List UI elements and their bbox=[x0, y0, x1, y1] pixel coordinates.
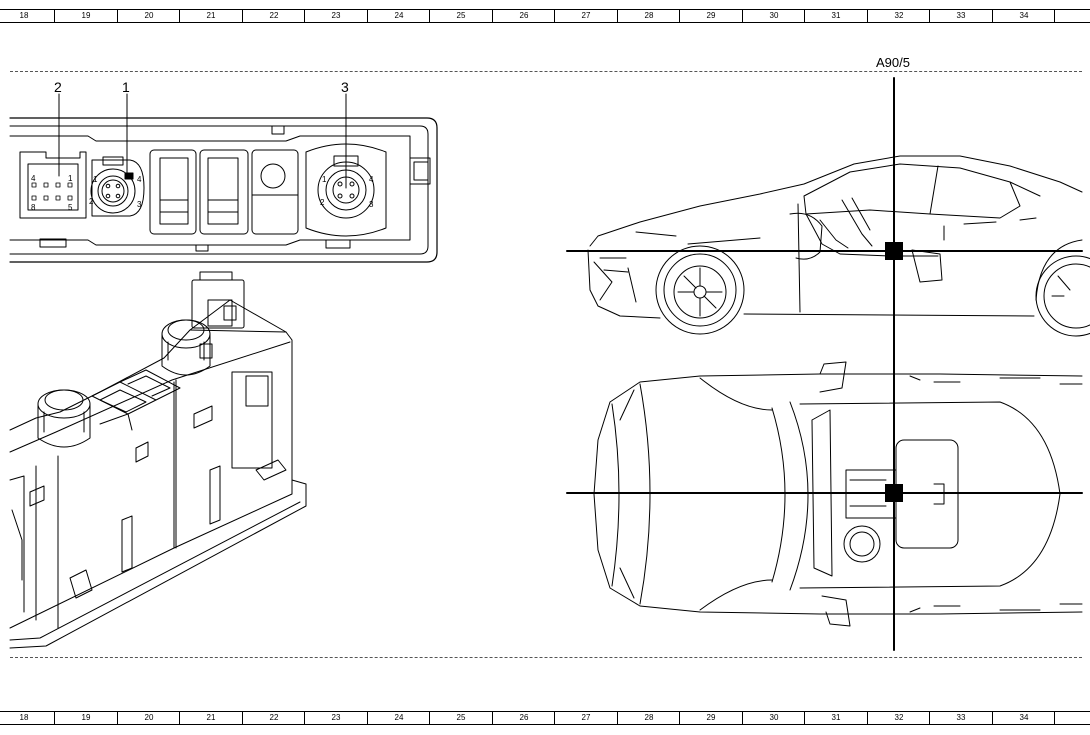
ruler-cell: 30 bbox=[742, 9, 805, 23]
ruler-cell: 23 bbox=[304, 711, 367, 725]
ruler-cell: 29 bbox=[679, 9, 742, 23]
ruler-cell: 24 bbox=[367, 9, 430, 23]
pin-label: 4 bbox=[137, 175, 142, 184]
callout-2: 2 bbox=[54, 79, 62, 95]
pin-label: 2 bbox=[89, 197, 94, 206]
ruler-cell: 18 bbox=[0, 9, 55, 23]
ruler-cell: 31 bbox=[804, 711, 867, 725]
car-side-view bbox=[587, 155, 1090, 337]
ruler-cell: 24 bbox=[367, 711, 430, 725]
pin-label: 3 bbox=[369, 200, 374, 209]
ruler-cell: 18 bbox=[0, 711, 55, 725]
module-front-view bbox=[9, 93, 438, 263]
ruler-border bbox=[0, 9, 1090, 10]
ruler-cell: 25 bbox=[429, 9, 492, 23]
pin-label: 2 bbox=[320, 198, 325, 207]
ruler-cell: 25 bbox=[429, 711, 492, 725]
location-marker-top bbox=[885, 484, 903, 502]
grid-ruler-top: 18 19 20 21 22 23 24 25 26 27 28 29 30 3… bbox=[0, 9, 1090, 23]
ruler-cell: 31 bbox=[804, 9, 867, 23]
pin-label: 1 bbox=[93, 175, 98, 184]
ruler-cell: 27 bbox=[554, 711, 617, 725]
ruler-cell: 26 bbox=[492, 711, 555, 725]
ruler-cell: 34 bbox=[992, 711, 1055, 725]
ruler-cell bbox=[1054, 9, 1090, 23]
callout-1: 1 bbox=[122, 79, 130, 95]
callout-leaders bbox=[58, 93, 347, 189]
ruler-cell: 28 bbox=[617, 711, 680, 725]
ruler-cell: 20 bbox=[117, 711, 180, 725]
ruler-cell: 28 bbox=[617, 9, 680, 23]
ruler-cell: 22 bbox=[242, 9, 305, 23]
ruler-cell: 21 bbox=[179, 9, 242, 23]
ruler-cell: 23 bbox=[304, 9, 367, 23]
pin-label: 5 bbox=[68, 203, 73, 212]
grid-ruler-bottom: 18 19 20 21 22 23 24 25 26 27 28 29 30 3… bbox=[0, 711, 1090, 725]
ruler-cell: 20 bbox=[117, 9, 180, 23]
ruler-cell: 21 bbox=[179, 711, 242, 725]
ruler-cell bbox=[1054, 711, 1090, 725]
pin-label: 1 bbox=[322, 175, 327, 184]
frame-dashed-line-top bbox=[10, 71, 1082, 72]
ruler-border bbox=[0, 711, 1090, 712]
connector-2-front bbox=[19, 151, 87, 219]
ruler-cell: 32 bbox=[867, 711, 930, 725]
ruler-cell: 19 bbox=[54, 9, 117, 23]
ruler-cell: 34 bbox=[992, 9, 1055, 23]
ruler-border bbox=[0, 724, 1090, 725]
ruler-cell: 27 bbox=[554, 9, 617, 23]
location-crosshair bbox=[566, 77, 1083, 651]
frame-dashed-line-bottom bbox=[10, 657, 1082, 658]
ruler-cell: 33 bbox=[929, 9, 992, 23]
connector-1-front bbox=[90, 156, 145, 217]
ruler-cell: 22 bbox=[242, 711, 305, 725]
pin-label: 8 bbox=[31, 203, 36, 212]
ruler-cell: 32 bbox=[867, 9, 930, 23]
ruler-border bbox=[0, 22, 1090, 23]
component-ref-label: A90/5 bbox=[876, 55, 910, 70]
pin-label: 3 bbox=[137, 200, 142, 209]
module-slots bbox=[149, 149, 299, 235]
module-isometric-view bbox=[9, 271, 307, 649]
ruler-cell: 29 bbox=[679, 711, 742, 725]
ruler-cell: 19 bbox=[54, 711, 117, 725]
ruler-cell: 26 bbox=[492, 9, 555, 23]
location-marker-side bbox=[885, 242, 903, 260]
ruler-cell: 30 bbox=[742, 711, 805, 725]
pin-label: 4 bbox=[369, 175, 374, 184]
pin-label: 4 bbox=[31, 174, 36, 183]
pin-label: 1 bbox=[68, 174, 73, 183]
ruler-cell: 33 bbox=[929, 711, 992, 725]
callout-3: 3 bbox=[341, 79, 349, 95]
